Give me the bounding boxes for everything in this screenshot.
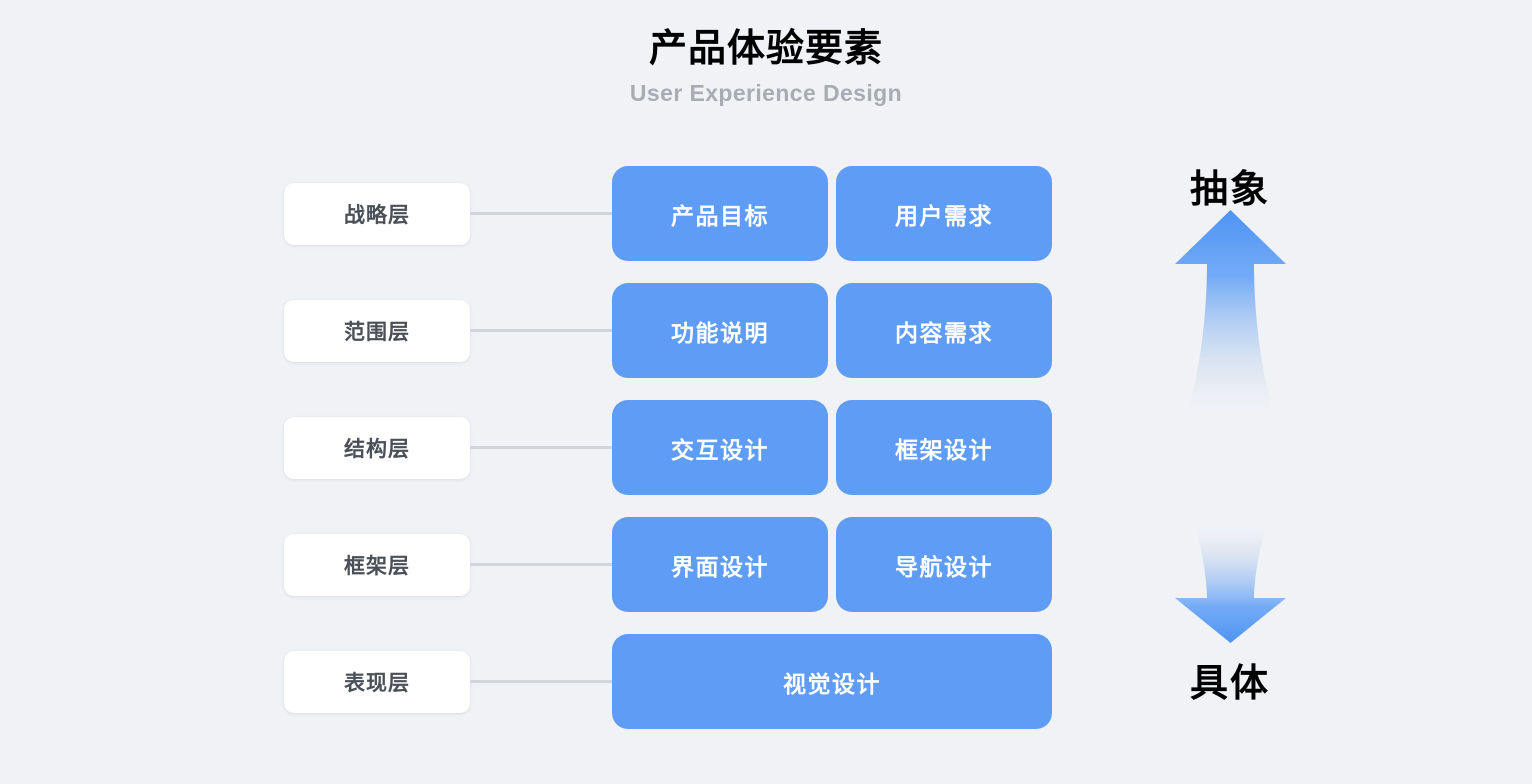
connector-line <box>470 563 612 566</box>
axis-label-concrete: 具体 <box>1189 663 1270 705</box>
layer-label-skeleton[interactable]: 框架层 <box>284 533 470 596</box>
arrow-up-icon <box>1158 208 1303 423</box>
layer-label-structure[interactable]: 结构层 <box>284 416 470 479</box>
element-card[interactable]: 交互设计 <box>612 400 828 495</box>
element-card[interactable]: 功能说明 <box>612 283 828 378</box>
arrow-down-icon <box>1158 520 1303 645</box>
element-card[interactable]: 导航设计 <box>836 517 1052 612</box>
diagram-row: 战略层 产品目标 用户需求 <box>284 166 1284 261</box>
element-card[interactable]: 用户需求 <box>836 166 1052 261</box>
page-title: 产品体验要素 <box>648 28 883 70</box>
connector-line <box>470 680 612 683</box>
connector-line <box>470 329 612 332</box>
card-group: 产品目标 用户需求 <box>612 166 1052 261</box>
diagram-row: 表现层 视觉设计 <box>284 634 1284 729</box>
connector-line <box>470 446 612 449</box>
element-card[interactable]: 视觉设计 <box>612 634 1052 729</box>
axis-label-abstract: 抽象 <box>1189 169 1270 211</box>
layer-label-strategy[interactable]: 战略层 <box>284 182 470 245</box>
page-header: 产品体验要素 User Experience Design <box>0 26 1532 107</box>
card-group: 功能说明 内容需求 <box>612 283 1052 378</box>
connector-line <box>470 212 612 215</box>
ux-layers-diagram: 战略层 产品目标 用户需求 范围层 功能说明 内容需求 结构层 交互设计 框架设… <box>284 166 1284 736</box>
page-subtitle: User Experience Design <box>629 79 903 106</box>
element-card[interactable]: 产品目标 <box>612 166 828 261</box>
element-card[interactable]: 界面设计 <box>612 517 828 612</box>
layer-label-surface[interactable]: 表现层 <box>284 650 470 713</box>
element-card[interactable]: 框架设计 <box>836 400 1052 495</box>
abstraction-axis: 抽象 <box>1140 150 1320 750</box>
diagram-row: 范围层 功能说明 内容需求 <box>284 283 1284 378</box>
card-group: 视觉设计 <box>612 634 1052 729</box>
diagram-row: 框架层 界面设计 导航设计 <box>284 517 1284 612</box>
layer-label-scope[interactable]: 范围层 <box>284 299 470 362</box>
diagram-row: 结构层 交互设计 框架设计 <box>284 400 1284 495</box>
element-card[interactable]: 内容需求 <box>836 283 1052 378</box>
card-group: 界面设计 导航设计 <box>612 517 1052 612</box>
card-group: 交互设计 框架设计 <box>612 400 1052 495</box>
